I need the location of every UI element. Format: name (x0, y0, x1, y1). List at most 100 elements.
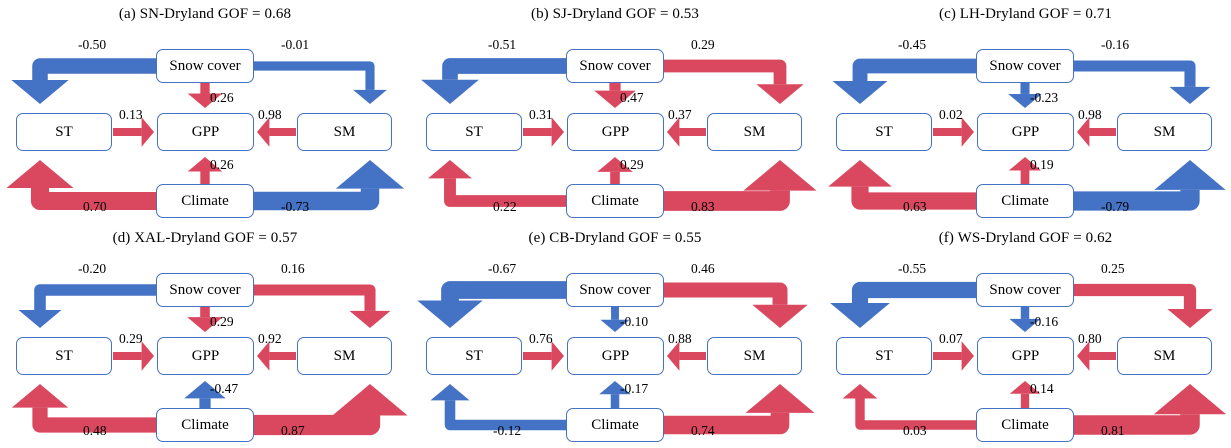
edge-climate-to-st (828, 160, 976, 210)
edge-label-snow-to-sm: 0.25 (1101, 261, 1125, 276)
node-gpp[interactable]: GPP (977, 113, 1074, 151)
node-sm[interactable]: SM (707, 113, 802, 151)
node-st[interactable]: ST (16, 337, 112, 375)
edge-label-snow-to-st: -0.55 (898, 261, 927, 276)
node-sm[interactable]: SM (297, 337, 392, 375)
node-climate[interactable]: Climate (156, 408, 254, 442)
edge-label-climate-to-gpp: 0.19 (1030, 157, 1054, 172)
edge-snow-to-st (421, 58, 566, 104)
edge-sm-to-gpp (667, 341, 706, 371)
node-snow-cover[interactable]: Snow cover (566, 273, 664, 307)
edge-label-st-to-gpp: 0.02 (939, 107, 963, 122)
panel-title-a: (a) SN-Dryland GOF = 0.68 (118, 6, 292, 22)
node-gpp[interactable]: GPP (567, 113, 664, 151)
node-st[interactable]: ST (426, 113, 522, 151)
edge-st-to-gpp (523, 117, 564, 147)
edge-snow-to-sm (664, 59, 804, 104)
edge-label-climate-to-gpp: -0.17 (620, 381, 649, 396)
node-climate[interactable]: Climate (566, 184, 664, 218)
edge-label-snow-to-gpp: -0.10 (620, 314, 649, 329)
edge-label-climate-to-st: 0.48 (83, 423, 107, 438)
edge-label-climate-to-sm: 0.81 (1101, 423, 1125, 438)
edge-st-to-gpp (523, 341, 564, 371)
edge-snow-to-sm (1074, 60, 1211, 104)
node-snow-cover[interactable]: Snow cover (156, 273, 254, 307)
node-sm[interactable]: SM (707, 337, 802, 375)
edge-label-snow-to-gpp: -0.23 (1030, 90, 1059, 105)
node-climate[interactable]: Climate (976, 184, 1074, 218)
node-climate[interactable]: Climate (976, 408, 1074, 442)
edge-label-snow-to-st: -0.20 (78, 261, 107, 276)
edge-snow-to-gpp (600, 307, 630, 332)
edge-climate-to-gpp (184, 381, 226, 408)
edge-label-sm-to-gpp: 0.37 (668, 107, 692, 122)
edge-label-climate-to-gpp: -0.47 (210, 381, 239, 396)
node-snow-cover[interactable]: Snow cover (976, 49, 1074, 83)
node-gpp[interactable]: GPP (977, 337, 1074, 375)
edge-snow-to-st (417, 281, 566, 328)
edge-label-st-to-gpp: 0.07 (939, 331, 963, 346)
edge-snow-to-gpp (594, 83, 636, 108)
panel-paths-a (6, 58, 405, 211)
panel-paths-e (417, 281, 815, 435)
edge-label-climate-to-sm: 0.83 (691, 199, 715, 214)
panel-paths-d (11, 284, 408, 436)
edge-label-sm-to-gpp: 0.80 (1078, 331, 1102, 346)
edge-climate-to-gpp (1009, 381, 1041, 408)
edge-label-sm-to-gpp: 0.98 (1078, 107, 1102, 122)
edge-label-snow-to-gpp: 0.26 (210, 90, 234, 105)
node-snow-cover[interactable]: Snow cover (566, 49, 664, 83)
edge-st-to-gpp (113, 117, 154, 147)
edge-label-snow-to-st: -0.51 (488, 37, 517, 52)
node-sm[interactable]: SM (297, 113, 392, 151)
edge-label-st-to-gpp: 0.13 (119, 107, 143, 122)
edge-snow-to-sm (664, 282, 808, 328)
edge-climate-to-sm (1074, 384, 1227, 435)
edge-climate-to-gpp (1008, 157, 1042, 184)
edge-label-climate-to-sm: -0.73 (281, 199, 310, 214)
edge-label-snow-to-st: -0.45 (898, 37, 927, 52)
edge-climate-to-st (428, 160, 566, 207)
edge-snow-to-gpp (187, 83, 223, 108)
edge-st-to-gpp (933, 117, 974, 147)
node-climate[interactable]: Climate (156, 184, 254, 218)
edge-label-snow-to-gpp: -0.16 (1030, 314, 1059, 329)
edge-label-sm-to-gpp: 0.88 (668, 331, 692, 346)
edge-snow-to-sm (254, 284, 391, 328)
edge-label-climate-to-sm: -0.79 (1101, 199, 1130, 214)
edge-snow-to-gpp (1009, 307, 1041, 332)
panel-title-c: (c) LH-Dryland GOF = 0.71 (938, 6, 1112, 22)
node-gpp[interactable]: GPP (157, 113, 254, 151)
node-climate[interactable]: Climate (566, 408, 664, 442)
edge-climate-to-sm (1074, 160, 1226, 211)
node-gpp[interactable]: GPP (157, 337, 254, 375)
edge-sm-to-gpp (257, 341, 296, 371)
node-sm[interactable]: SM (1117, 337, 1212, 375)
panel-title-f: (f) WS-Dryland GOF = 0.62 (938, 230, 1113, 246)
edge-snow-to-sm (1074, 283, 1213, 328)
edge-snow-to-st (832, 58, 976, 104)
edge-climate-to-sm (664, 384, 815, 435)
edge-label-climate-to-gpp: 0.26 (210, 157, 234, 172)
edge-climate-to-gpp (599, 381, 631, 408)
edge-label-sm-to-gpp: 0.98 (258, 107, 282, 122)
node-st[interactable]: ST (16, 113, 112, 151)
panel-title-b: (b) SJ-Dryland GOF = 0.53 (530, 6, 700, 22)
node-st[interactable]: ST (836, 337, 932, 375)
node-st[interactable]: ST (836, 113, 932, 151)
node-snow-cover[interactable]: Snow cover (976, 273, 1074, 307)
edge-sm-to-gpp (257, 117, 296, 147)
node-snow-cover[interactable]: Snow cover (156, 49, 254, 83)
edge-label-climate-to-sm: 0.87 (281, 423, 305, 438)
node-sm[interactable]: SM (1117, 113, 1212, 151)
edge-snow-to-sm (254, 61, 387, 104)
node-st[interactable]: ST (426, 337, 522, 375)
node-gpp[interactable]: GPP (567, 337, 664, 375)
panel-title-e: (e) CB-Dryland GOF = 0.55 (528, 230, 702, 246)
edge-label-st-to-gpp: 0.29 (119, 331, 143, 346)
edge-label-climate-to-st: -0.12 (493, 423, 522, 438)
panel-paths-f (830, 281, 1227, 435)
